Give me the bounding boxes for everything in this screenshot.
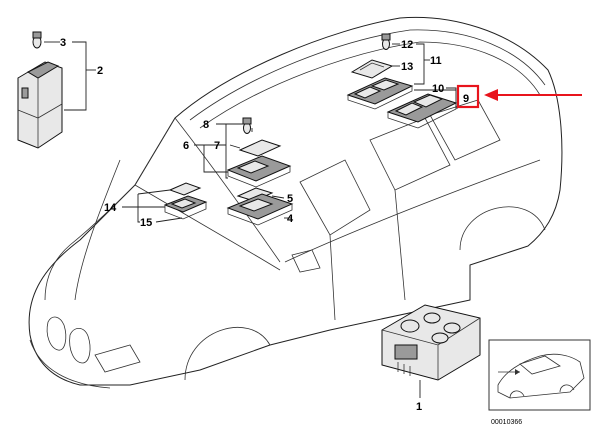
- callout-2: 2: [97, 65, 103, 77]
- callout-4: 4: [287, 213, 294, 225]
- side-window-mid: [369, 117, 451, 191]
- part-8-bulb: [242, 117, 252, 134]
- callout-7: 7: [214, 140, 220, 152]
- kidney-grille-left: [46, 316, 67, 351]
- highlight-arrow-head: [484, 89, 498, 101]
- part-12-bulb: [381, 33, 391, 50]
- side-mirror: [291, 249, 321, 273]
- callout-13: 13: [401, 61, 413, 73]
- rear-wheel-arch: [459, 206, 546, 251]
- windshield: [134, 117, 281, 263]
- callout-5: 5: [287, 193, 293, 205]
- part-15-light-unit: [163, 195, 208, 220]
- callout-3: 3: [60, 37, 66, 49]
- callout-9: 9: [463, 93, 469, 105]
- callout-labels: 3 2 12 13 11 10 9 8 7 6 5 4 14 15 1: [60, 37, 469, 413]
- part-6-light-unit: [226, 155, 292, 188]
- part-11-light-unit: [346, 77, 414, 110]
- part-14-lens: [168, 182, 202, 196]
- callout-1: 1: [416, 401, 422, 413]
- callout-15: 15: [140, 217, 152, 229]
- door-line: [329, 189, 406, 321]
- callout-14: 14: [104, 202, 117, 214]
- hood-crease: [74, 159, 121, 301]
- roof-line: [189, 29, 546, 121]
- headlight: [94, 344, 141, 373]
- part-7-lens: [238, 139, 282, 157]
- part-4-light-unit: [226, 193, 294, 226]
- callout-11: 11: [430, 55, 442, 67]
- part-2-module: [17, 61, 63, 149]
- callout-8: 8: [203, 119, 209, 131]
- part-3-bulb: [32, 31, 42, 49]
- front-bumper: [29, 339, 111, 389]
- front-wheel-arch: [184, 327, 271, 381]
- callout-10: 10: [432, 83, 444, 95]
- image-code: 00010366: [491, 419, 522, 426]
- side-window-rear: [429, 99, 501, 161]
- callout-12: 12: [401, 39, 413, 51]
- side-window-front: [299, 159, 371, 236]
- highlight-annotation: [456, 84, 582, 109]
- part-1-control-unit: [381, 304, 481, 381]
- kidney-grille-right: [69, 327, 91, 364]
- inset-thumbnail: 00010366: [488, 339, 591, 426]
- highlight-box: [456, 84, 480, 109]
- leader-lines: [44, 41, 458, 398]
- roof-rack-line: [199, 41, 541, 129]
- callout-6: 6: [183, 140, 189, 152]
- hood-line: [44, 184, 136, 301]
- inset-car-silhouette: [497, 353, 585, 399]
